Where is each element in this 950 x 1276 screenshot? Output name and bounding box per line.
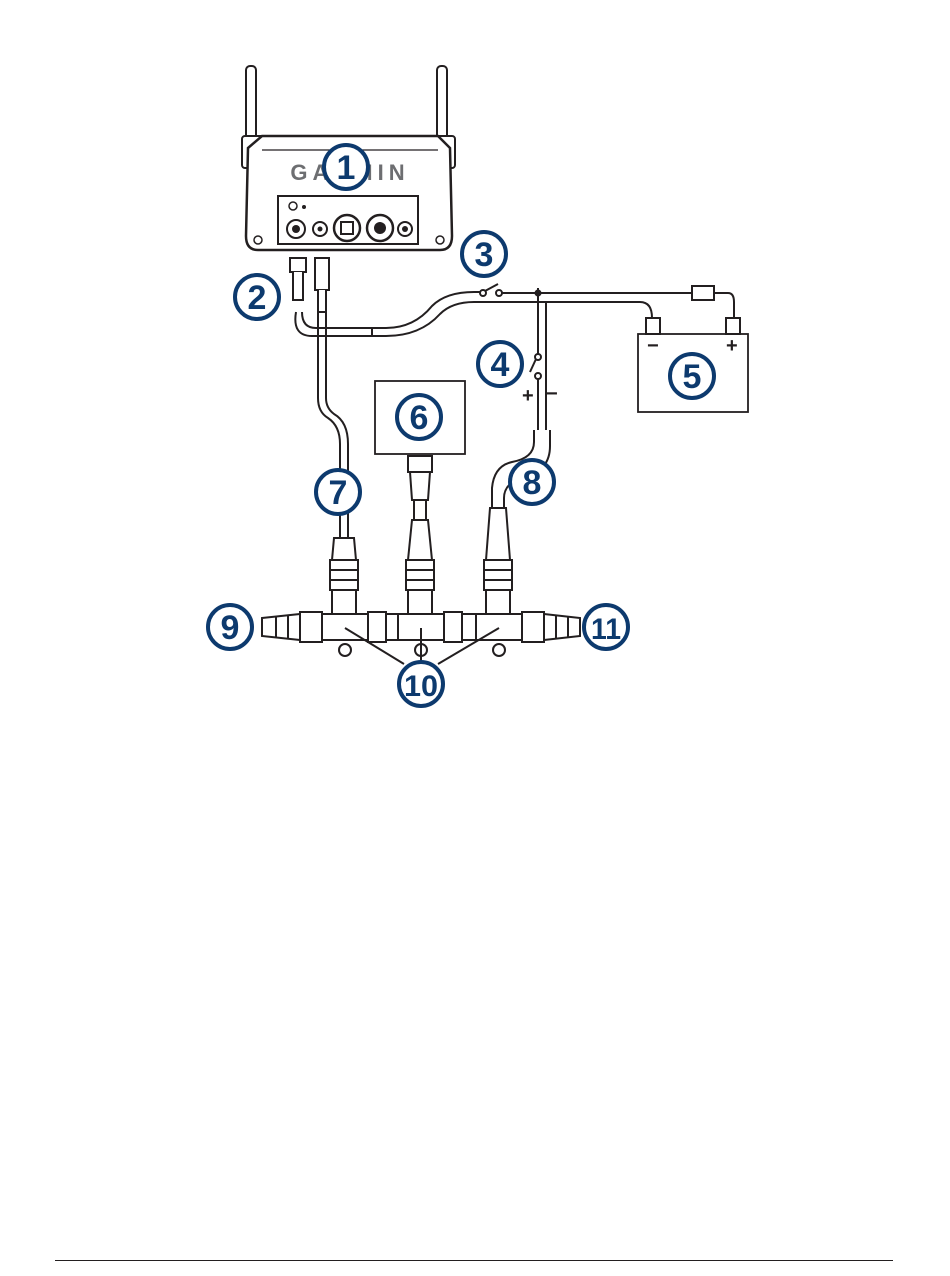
tee-connector-3 (476, 590, 522, 656)
fuse (692, 286, 714, 300)
drop-connector-3 (484, 508, 512, 590)
terminator-left (262, 614, 300, 640)
svg-text:1: 1 (337, 149, 356, 187)
battery-negative-sign: − (647, 335, 659, 357)
tee-connector-1 (322, 590, 368, 656)
svg-text:10: 10 (404, 670, 438, 703)
antenna-right (437, 66, 447, 142)
battery-positive-sign: + (726, 335, 738, 357)
antenna-left (246, 66, 256, 142)
callout-3: 3 (462, 232, 506, 276)
callout-4: 4 (478, 342, 522, 386)
callout-9: 9 (208, 605, 252, 649)
svg-text:7: 7 (329, 474, 348, 512)
battery-terminal-negative (646, 318, 660, 334)
callout-8: 8 (510, 460, 554, 504)
svg-text:11: 11 (591, 613, 621, 646)
svg-text:4: 4 (491, 346, 510, 384)
power-connector (290, 258, 306, 272)
svg-text:2: 2 (248, 279, 267, 317)
callout-6: 6 (397, 395, 441, 439)
backbone (262, 508, 580, 664)
footer-rule (55, 1260, 893, 1261)
network-positive-sign: + (522, 385, 534, 407)
battery-terminal-positive (726, 318, 740, 334)
callout-2: 2 (235, 275, 279, 319)
svg-text:9: 9 (221, 609, 240, 647)
callout-7: 7 (316, 470, 360, 514)
callout-5: 5 (670, 354, 714, 398)
callout-11: 11 (584, 605, 628, 649)
callout-10: 10 (399, 662, 443, 706)
svg-text:6: 6 (410, 399, 429, 437)
svg-text:8: 8 (523, 464, 542, 502)
network-negative-sign: − (546, 383, 558, 405)
terminator-right (544, 614, 580, 640)
port-network-icon (334, 215, 360, 241)
svg-text:5: 5 (683, 358, 702, 396)
callout-1: 1 (324, 145, 368, 189)
drop-connector-2 (406, 520, 434, 590)
svg-text:3: 3 (475, 236, 494, 274)
drop-connector-1 (330, 538, 358, 590)
